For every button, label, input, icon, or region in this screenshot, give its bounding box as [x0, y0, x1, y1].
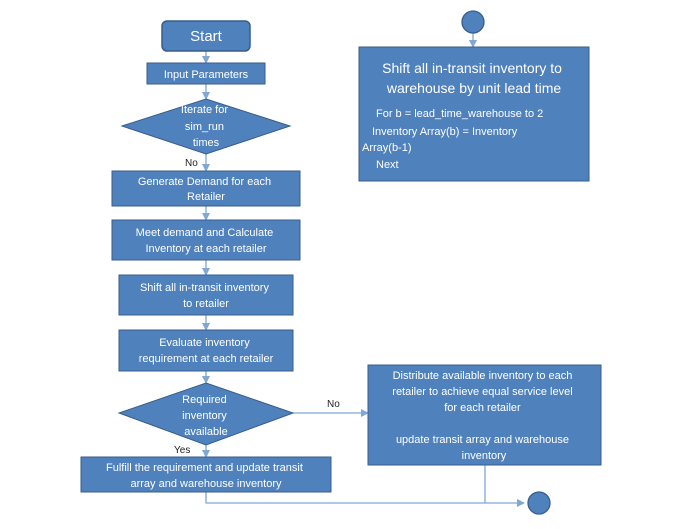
evaluate-node: Evaluate inventory requirement at each r… [118, 329, 294, 372]
iterate-label: Iterate for sim_run times [181, 104, 231, 149]
evaluate-line-1: Evaluate inventory [159, 337, 250, 349]
edge-fulfill-to-connector [205, 492, 525, 507]
shift-warehouse-title-line-2: warehouse by unit lead time [386, 80, 562, 96]
distribute-line-6: inventory [462, 450, 507, 462]
shift-warehouse-title: Shift all in-transit inventory to wareho… [382, 60, 566, 96]
fulfill-line-1: Fulfill the requirement and update trans… [106, 462, 303, 474]
shift-warehouse-code-line-1: For b = lead_time_warehouse to 2 [376, 108, 543, 120]
required-inventory-label: Required inventory available [182, 394, 230, 438]
generate-demand-node: Generate Demand for each Retailer [111, 170, 301, 207]
evaluate-line-2: requirement at each retailer [139, 353, 274, 365]
iterate-decision-node: Iterate for sim_run times [120, 98, 292, 155]
generate-demand-label: Generate Demand for each Retailer [138, 176, 274, 203]
distribute-line-3: for each retailer [444, 402, 521, 414]
top-connector [461, 10, 485, 34]
edge-label-yes-required: Yes [174, 445, 190, 456]
required-line-1: Required [182, 394, 227, 406]
distribute-line-2: retailer to achieve equal service level [392, 386, 572, 398]
input-parameters-label: Input Parameters [164, 69, 249, 81]
input-parameters-node: Input Parameters [146, 62, 266, 85]
meet-demand-node: Meet demand and Calculate Inventory at e… [111, 219, 301, 261]
iterate-line-3: times [193, 137, 220, 149]
distribute-label: Distribute available inventory to each r… [392, 370, 575, 462]
meet-demand-label: Meet demand and Calculate Inventory at e… [136, 227, 277, 255]
fulfill-node: Fulfill the requirement and update trans… [80, 456, 332, 493]
shift-warehouse-code: For b = lead_time_warehouse to 2 Invento… [362, 108, 546, 171]
distribute-line-5: update transit array and warehouse [396, 434, 569, 446]
edges [202, 33, 525, 507]
edge-label-no-iterate: No [185, 158, 198, 169]
required-inventory-decision-node: Required inventory available [117, 382, 295, 446]
start-node: Start [161, 20, 251, 52]
distribute-line-1: Distribute available inventory to each [393, 370, 573, 382]
shift-warehouse-code-line-3: Array(b-1) [362, 142, 412, 154]
generate-demand-line-1: Generate Demand for each [138, 176, 271, 188]
required-line-2: inventory [182, 410, 227, 422]
evaluate-label: Evaluate inventory requirement at each r… [139, 337, 274, 365]
shift-warehouse-title-line-1: Shift all in-transit inventory to [382, 60, 562, 76]
generate-demand-line-2: Retailer [187, 191, 225, 203]
fulfill-label: Fulfill the requirement and update trans… [106, 462, 306, 490]
start-label: Start [190, 28, 223, 45]
bottom-connector [527, 491, 551, 515]
required-line-3: available [184, 426, 227, 438]
meet-demand-line-2: Inventory at each retailer [145, 243, 266, 255]
shift-to-retailer-line-1: Shift all in-transit inventory [140, 282, 269, 294]
shift-to-retailer-node: Shift all in-transit inventory to retail… [118, 274, 294, 316]
shift-warehouse-node: Shift all in-transit inventory to wareho… [358, 46, 590, 182]
shift-to-retailer-label: Shift all in-transit inventory to retail… [140, 282, 272, 310]
meet-demand-line-1: Meet demand and Calculate [136, 227, 274, 239]
shift-warehouse-code-line-4: Next [376, 159, 399, 171]
iterate-line-1: Iterate for [181, 104, 228, 116]
distribute-node: Distribute available inventory to each r… [367, 364, 602, 466]
edge-label-no-required: No [327, 399, 340, 410]
shift-to-retailer-line-2: to retailer [183, 298, 229, 310]
shift-warehouse-code-line-2: Inventory Array(b) = Inventory [372, 126, 518, 138]
fulfill-line-2: array and warehouse inventory [130, 478, 282, 490]
iterate-line-2: sim_run [185, 121, 224, 133]
